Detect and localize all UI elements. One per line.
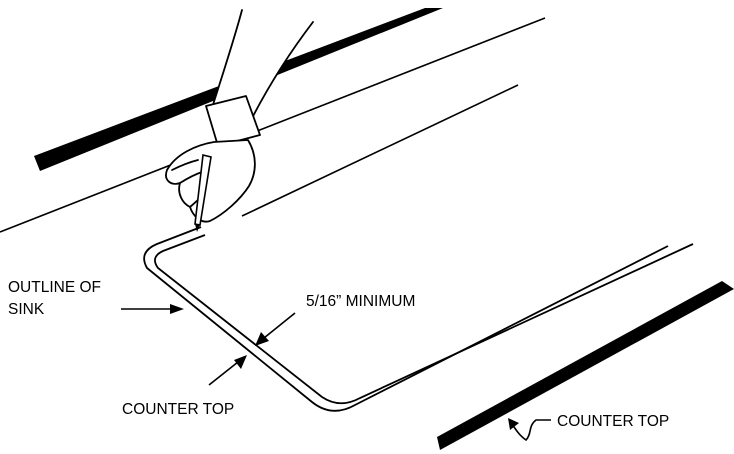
label-counter-top-left: COUNTER TOP: [122, 401, 234, 418]
arrow-outline-of-sink: [121, 304, 184, 314]
hand-icon: [165, 9, 314, 223]
label-min-clearance: 5/16” MINIMUM: [306, 293, 415, 310]
arrow-counter-top-right: [508, 418, 551, 442]
arrow-counter-top-left: [208, 355, 247, 386]
counter-edge-strip-bottom: [437, 281, 734, 450]
sink-outline-traced-line: [143, 226, 669, 412]
label-outline-of-sink-line2: SINK: [8, 301, 45, 318]
sink-outline-inner-line: [154, 234, 694, 405]
arrow-min-clearance: [255, 312, 296, 346]
counter-line-upper: [0, 17, 546, 233]
pencil-icon: [194, 154, 212, 232]
counter-line-middle: [241, 84, 519, 217]
label-outline-of-sink-line1: OUTLINE OF: [8, 279, 101, 296]
label-counter-top-right: COUNTER TOP: [557, 413, 669, 430]
